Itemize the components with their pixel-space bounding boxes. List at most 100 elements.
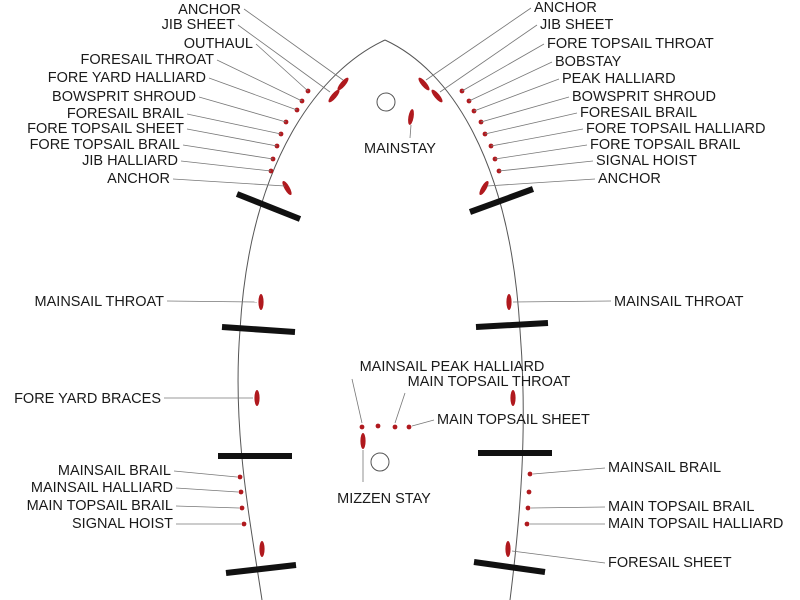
fife-rail-starboard-4 [473, 559, 546, 575]
label-bobstay-starboard: BOBSTAY [555, 54, 622, 70]
leader-line-anchor-port [172, 178, 286, 187]
leader-line-fore-topsail-halliard-starboard [490, 128, 584, 147]
leader-line-anchor-starboard [486, 178, 596, 187]
label-main-topsail-brail-port: MAIN TOPSAIL BRAIL [27, 498, 173, 514]
leader-line-anchor-starboard [425, 7, 532, 81]
pin-jib-sheet-starboard [431, 89, 443, 103]
label-peak-halliard-starboard: PEAK HALLIARD [562, 71, 676, 87]
leader-line-mainsail-throat-starboard [512, 300, 612, 303]
pin-mainsail-brail-starboard [527, 471, 533, 477]
label-main-topsail-halliard-starboard: MAIN TOPSAIL HALLIARD [608, 516, 783, 532]
pin-mainstay [408, 109, 414, 125]
pin-fore-yard-braces-starboard [510, 390, 516, 406]
label-outhaul-port: OUTHAUL [184, 36, 253, 52]
leader-line-jib-halliard-port [180, 160, 272, 172]
label-mainsail-brail-port: MAINSAIL BRAIL [58, 463, 171, 479]
label-foresail-brail-port: FORESAIL BRAIL [67, 106, 184, 122]
pin-anchor-starboard-lower [479, 180, 489, 196]
pin-main-topsail-sheet [406, 424, 412, 430]
leader-line-foresail-throat-port [216, 59, 303, 102]
leader-line-foresail-brail-starboard [484, 112, 578, 135]
leader-line-main-topsail-sheet-centre [411, 419, 435, 427]
foremast-circle [376, 92, 396, 112]
pin-mainsail-halliard [238, 489, 244, 495]
label-mainsail-brail-starboard: MAINSAIL BRAIL [608, 460, 721, 476]
leader-line-main-topsail-brail-port [175, 505, 240, 509]
label-jib-sheet-starboard: JIB SHEET [540, 17, 613, 33]
leader-line-signal-hoist-starboard [498, 160, 594, 172]
label-fore-yard-halliard-port: FORE YARD HALLIARD [48, 70, 206, 86]
fife-rails [218, 186, 552, 576]
label-anchor-port: ANCHOR [107, 171, 170, 187]
leader-line-fore-topsail-brail-starboard [494, 144, 588, 160]
leader-line-foresail-brail-port [186, 113, 282, 135]
label-jib-halliard-port: JIB HALLIARD [82, 153, 178, 169]
leader-line-fore-topsail-throat-starboard [461, 43, 545, 92]
label-main-topsail-brail-starboard: MAIN TOPSAIL BRAIL [608, 499, 754, 515]
pin-jib-sheet-port [328, 89, 340, 103]
label-anchor-starboard: ANCHOR [534, 0, 597, 16]
label-fore-topsail-halliard-starboard: FORE TOPSAIL HALLIARD [586, 121, 765, 137]
label-fore-topsail-brail-port: FORE TOPSAIL BRAIL [30, 137, 180, 153]
leader-line-main-topsail-brail-starboard [530, 506, 606, 509]
label-fore-topsail-sheet-port: FORE TOPSAIL SHEET [27, 121, 184, 137]
fife-rail-port-1 [235, 191, 302, 222]
pin-mainsail-brail-port [237, 474, 243, 480]
label-foresail-sheet-starboard: FORESAIL SHEET [608, 555, 732, 571]
pin-mainsail-throat-port [258, 294, 264, 310]
label-foresail-throat-port: FORESAIL THROAT [81, 52, 215, 68]
leader-line-fore-topsail-brail-port [182, 144, 274, 160]
pin-mainsail-throat-starboard [506, 294, 512, 310]
leader-line-jib-sheet-port [237, 24, 331, 93]
pin-anchor-starboard-upper [418, 77, 430, 91]
label-signal-hoist-port: SIGNAL HOIST [72, 516, 173, 532]
pin-mainsail-peak-halliard [359, 424, 365, 430]
label-anchor-starboard: ANCHOR [598, 171, 661, 187]
label-mainsail-throat-port: MAINSAIL THROAT [35, 294, 165, 310]
leader-line-mainsail-brail-starboard [532, 467, 606, 475]
pin-signal-hoist-stern [241, 521, 247, 527]
pin-mizzen-stay [360, 433, 366, 449]
label-mainsail-halliard-port: MAINSAIL HALLIARD [31, 480, 173, 496]
pin-main-topsail-brail-port [239, 505, 245, 511]
leader-line-jib-sheet-starboard [439, 24, 538, 93]
fife-rail-starboard-1 [468, 186, 535, 215]
label-signal-hoist-starboard: SIGNAL HOIST [596, 153, 697, 169]
leader-line-fore-topsail-sheet-port [186, 128, 278, 147]
label-bowsprit-shroud-starboard: BOWSPRIT SHROUD [572, 89, 716, 105]
hull-port-side [237, 39, 386, 600]
label-foresail-brail-starboard: FORESAIL BRAIL [580, 105, 697, 121]
label-main-topsail-throat-centre: MAIN TOPSAIL THROAT [408, 374, 571, 390]
hull-starboard-side [384, 39, 524, 600]
pin-anchor-port-upper [337, 77, 349, 91]
leader-line-bowsprit-shroud-starboard [480, 96, 570, 123]
pin-anchor-port-lower [282, 180, 292, 196]
label-anchor-port: ANCHOR [178, 2, 241, 18]
label-mainstay-centre: MAINSTAY [364, 141, 436, 157]
leader-line-mainsail-halliard-port [175, 487, 239, 493]
label-fore-topsail-throat-starboard: FORE TOPSAIL THROAT [547, 36, 714, 52]
label-bowsprit-shroud-port: BOWSPRIT SHROUD [52, 89, 196, 105]
mainmast-circle [370, 452, 390, 472]
pin-centre-rail [375, 423, 381, 429]
leader-line-foresail-sheet-starboard [511, 550, 606, 564]
leader-line-mainsail-peak-halliard-centre [351, 378, 363, 424]
leader-line-outhaul-port [255, 43, 309, 92]
label-mainsail-peak-halliard-centre: MAINSAIL PEAK HALLIARD [360, 359, 545, 375]
fife-rail-starboard-2 [475, 320, 549, 330]
leader-line-mainsail-brail-port [173, 470, 238, 478]
leader-line-mainsail-throat-port [166, 300, 258, 303]
pin-main-topsail-brail-starboard [525, 505, 531, 511]
leader-line-anchor-port [243, 8, 344, 81]
label-mainsail-throat-starboard: MAINSAIL THROAT [614, 294, 744, 310]
pin-fore-yard-braces-port [254, 390, 260, 406]
pin-foresail-sheet [505, 541, 511, 557]
label-fore-topsail-brail-starboard: FORE TOPSAIL BRAIL [590, 137, 740, 153]
fife-rail-port-2 [221, 324, 296, 335]
leader-line-main-topsail-throat-centre [394, 392, 406, 424]
leader-line-fore-yard-halliard-port [208, 77, 298, 111]
leader-line-peak-halliard-starboard [473, 78, 560, 112]
